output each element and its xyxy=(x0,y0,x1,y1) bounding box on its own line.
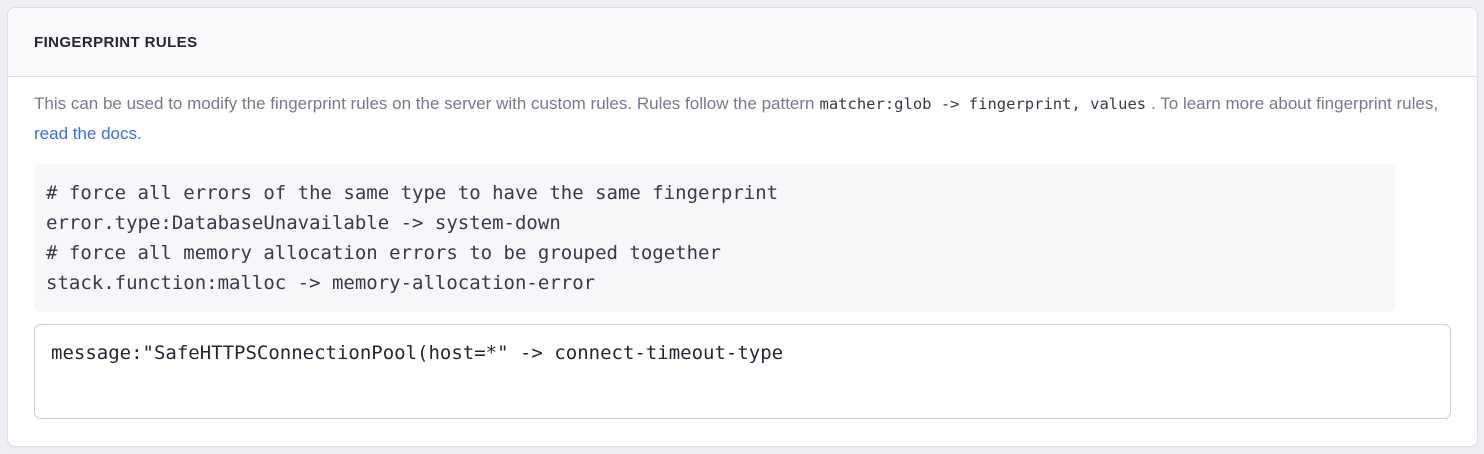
description-text-middle: . To learn more about fingerprint rules, xyxy=(1151,94,1439,113)
panel-title: FINGERPRINT RULES xyxy=(34,33,198,51)
fingerprint-rules-textarea[interactable]: message:"SafeHTTPSConnectionPool(host=*"… xyxy=(34,324,1451,419)
example-rules-code-block: # force all errors of the same type to h… xyxy=(34,164,1395,312)
fingerprint-rules-panel: FINGERPRINT RULES This can be used to mo… xyxy=(7,7,1478,447)
read-the-docs-link[interactable]: read the docs. xyxy=(34,124,142,143)
pattern-inline-code: matcher:glob -> fingerprint, values xyxy=(819,95,1147,113)
panel-header: FINGERPRINT RULES xyxy=(8,8,1477,77)
panel-description: This can be used to modify the fingerpri… xyxy=(34,89,1451,149)
description-text-before: This can be used to modify the fingerpri… xyxy=(34,94,815,113)
panel-body: This can be used to modify the fingerpri… xyxy=(8,77,1477,447)
